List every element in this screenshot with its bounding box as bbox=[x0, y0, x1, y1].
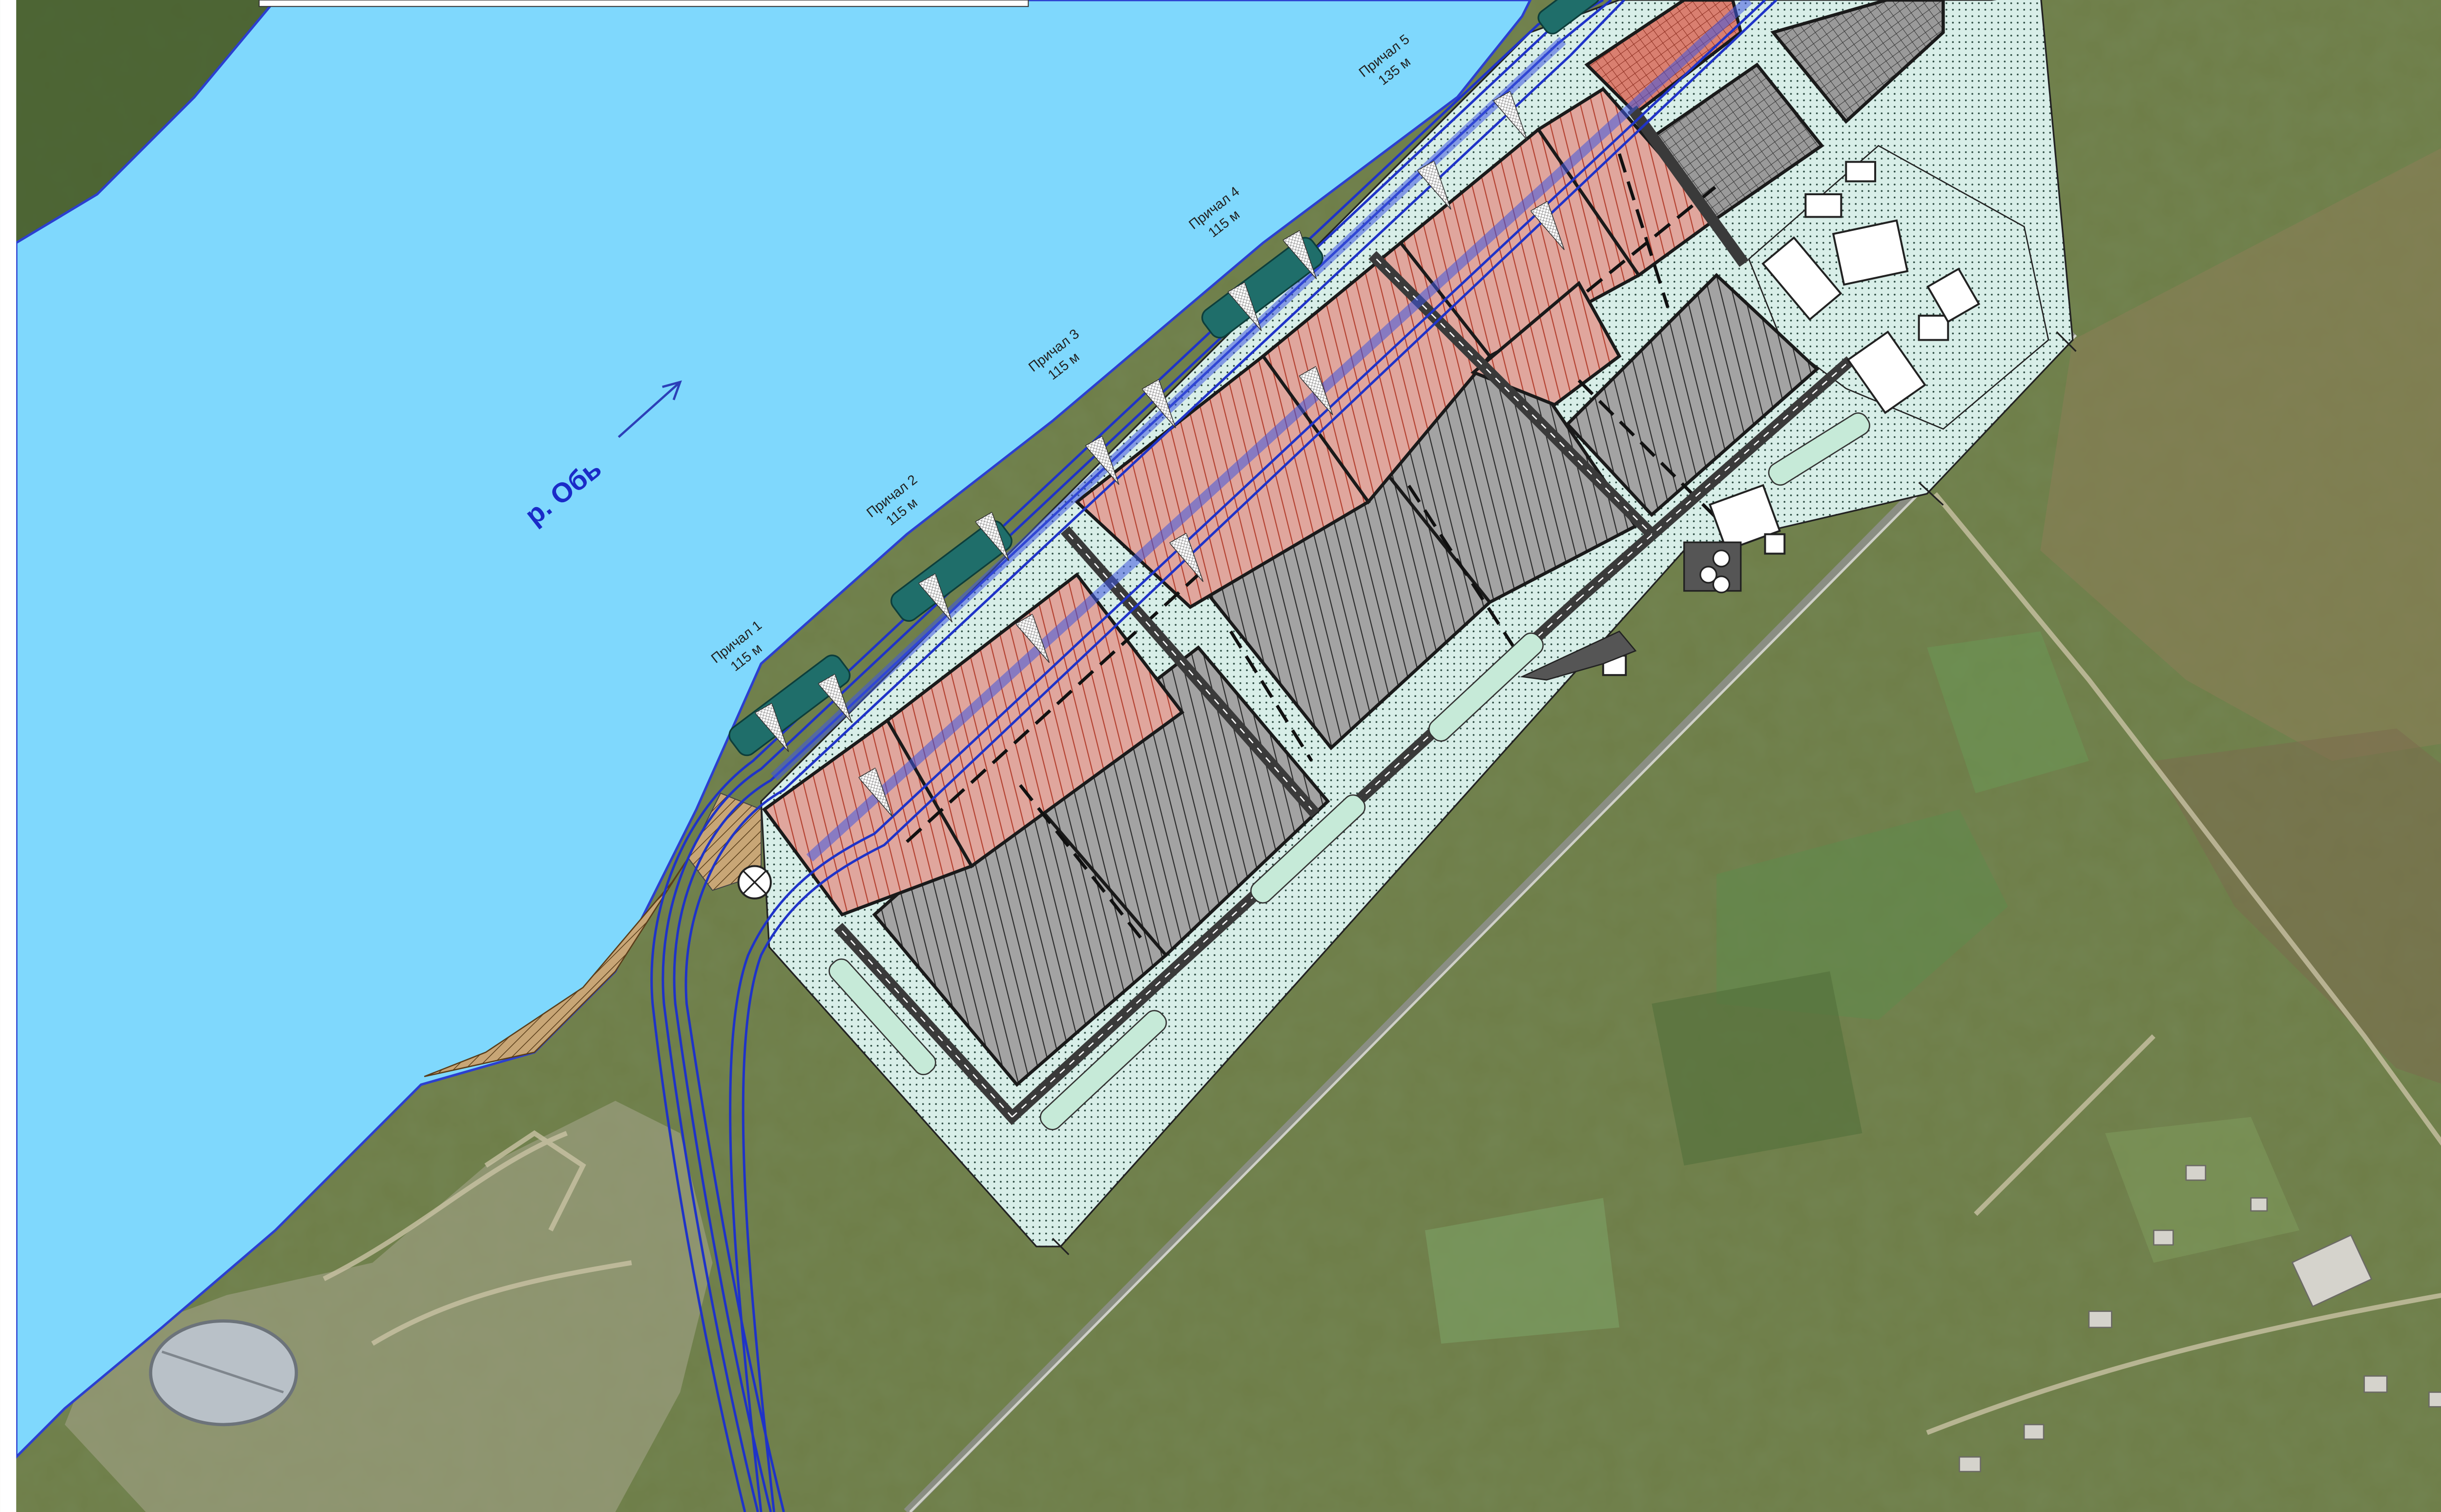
turntable-symbol bbox=[737, 865, 772, 899]
service-buildings bbox=[1602, 161, 1981, 676]
lawn-strips bbox=[828, 412, 1870, 1130]
storage-yard-gray bbox=[1565, 273, 1820, 517]
flow-direction-arrow bbox=[618, 380, 682, 438]
berth-2-pier bbox=[890, 520, 1013, 622]
berth-5-pier bbox=[1537, 0, 1600, 35]
parking-area bbox=[1520, 630, 1637, 681]
storage-yard-grid bbox=[1770, 0, 1945, 124]
railway-tracks bbox=[650, 0, 1778, 1512]
river-ob: р. Обь bbox=[0, 0, 1532, 1512]
storage-yard-red bbox=[1470, 281, 1622, 407]
berth-4-pier bbox=[1201, 237, 1324, 339]
road-markers bbox=[1052, 331, 2077, 1255]
quay-hatched-area bbox=[687, 793, 762, 891]
fuel-tanks bbox=[1683, 541, 1742, 593]
berth-1-pier bbox=[728, 654, 851, 756]
yard-subdivision-lines bbox=[906, 153, 1718, 940]
berths bbox=[728, 0, 1600, 756]
embankment-slope bbox=[424, 858, 689, 1078]
